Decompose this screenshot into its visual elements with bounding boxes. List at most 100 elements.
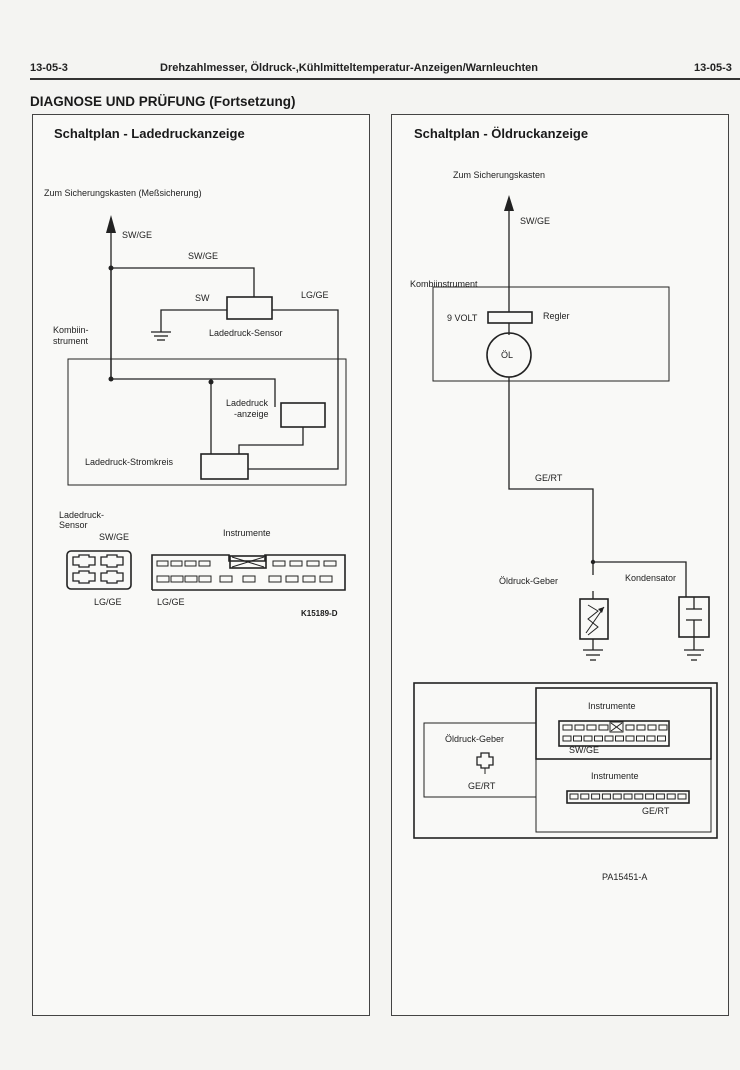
figure-code-left: K15189-D — [301, 609, 338, 618]
label-oil-gauge: ÖL — [501, 350, 514, 360]
right-panel-title: Schaltplan - Öldruckanzeige — [414, 126, 589, 141]
resistor-icon — [587, 604, 599, 636]
connector-pin — [646, 735, 656, 742]
connector-pin — [645, 793, 655, 800]
label-sender-wire: GE/RT — [468, 781, 496, 791]
instruments-bottom-connector — [566, 790, 690, 804]
connector-pin — [184, 575, 198, 583]
label-regulator: Regler — [543, 311, 570, 321]
label-sensor-conn-1: Ladedruck- — [59, 510, 105, 520]
label-cluster-1: Kombiin- — [53, 325, 89, 335]
circuit-box — [200, 453, 249, 480]
connector-pin — [156, 560, 169, 567]
connector-pin — [574, 724, 585, 731]
connector-pin — [636, 735, 645, 742]
connector-pin — [586, 724, 597, 731]
label-instruments-bottom: Instrumente — [591, 771, 639, 781]
regulator-box — [487, 311, 533, 324]
connector-pin — [170, 560, 183, 567]
connector-pin — [562, 735, 572, 742]
connector-pin — [598, 724, 609, 731]
label-voltage: 9 VOLT — [447, 313, 478, 323]
connector-pin — [302, 575, 316, 583]
label-sensor-top-wire: SW/GE — [99, 532, 130, 542]
wire-capacitor — [593, 561, 687, 597]
instruments-bottom-box — [535, 758, 712, 833]
label-fuse-box: Zum Sicherungskasten (Meßsicherung) — [44, 188, 202, 198]
connector-pin — [583, 735, 593, 742]
label-wire-ground: SW — [195, 293, 210, 303]
connector-pin — [657, 735, 666, 742]
label-gauge-1: Ladedruck — [226, 398, 269, 408]
connector-pin — [323, 560, 337, 567]
label-wire-main: SW/GE — [520, 216, 551, 226]
label-instruments-top-wire: SW/GE — [569, 745, 600, 755]
connector-pin — [198, 560, 211, 567]
connector-group-box — [413, 682, 718, 839]
sensor-box — [226, 296, 273, 320]
connector-pin — [625, 724, 635, 731]
connector-pin — [591, 793, 601, 800]
connector-pin — [272, 560, 286, 567]
connector-pin — [319, 575, 333, 583]
connector-pin — [580, 793, 590, 800]
label-instruments-top: Instrumente — [588, 701, 636, 711]
connector-pin — [562, 724, 573, 731]
connector-pin — [677, 793, 687, 800]
sender-connector — [476, 752, 494, 769]
connector-pin — [170, 575, 184, 583]
label-wire-main: SW/GE — [122, 230, 153, 240]
connector-pin — [594, 735, 603, 742]
connector-pin — [655, 793, 665, 800]
cluster-box — [432, 286, 670, 382]
label-instruments-bottom-wire: GE/RT — [642, 806, 670, 816]
figure-code-right: PA15451-A — [602, 872, 648, 882]
connector-pin — [623, 793, 633, 800]
connector-pin — [569, 793, 579, 800]
connector-pin — [666, 793, 676, 800]
header-rule — [30, 78, 740, 80]
arrow-up-icon — [106, 215, 116, 233]
ladedruck-wiring-diagram — [66, 215, 347, 591]
connector-pin — [289, 560, 303, 567]
connector-pin — [156, 575, 170, 583]
connector-pin — [198, 575, 212, 583]
gauge-box — [280, 402, 326, 428]
sensor-connector — [66, 550, 132, 590]
label-cluster-2: strument — [53, 336, 89, 346]
arrow-up-icon — [504, 195, 514, 211]
connector-pin — [242, 575, 256, 583]
page-number-left: 13-05-3 — [30, 62, 68, 74]
instruments-connector — [151, 554, 346, 591]
connector-pin — [268, 575, 282, 583]
label-wire-return: LG/GE — [301, 290, 329, 300]
label-instruments: Instrumente — [223, 528, 271, 538]
oeldruck-wiring-diagram — [413, 195, 718, 839]
label-circuit: Ladedruck-Stromkreis — [85, 457, 174, 467]
wire-sender — [508, 377, 594, 575]
connector-pin — [285, 575, 299, 583]
instruments-top-connector — [558, 720, 670, 747]
connector-pin — [604, 735, 614, 742]
wire-return — [248, 309, 339, 470]
connector-pin — [615, 735, 624, 742]
label-sensor-conn-2: Sensor — [59, 520, 88, 530]
label-gauge-2: -anzeige — [234, 409, 269, 419]
label-wire-branch: SW/GE — [188, 251, 219, 261]
connector-pin — [601, 793, 611, 800]
connector-pin — [219, 575, 233, 583]
right-panel-oeldruck: Schaltplan - Öldruckanzeige Zum Sicherun… — [391, 114, 729, 1016]
wire-branch-sensor — [111, 267, 255, 297]
sender-box — [579, 598, 609, 640]
connector-pin — [636, 724, 646, 731]
label-sensor-bottom-wire: LG/GE — [94, 597, 122, 607]
wire-gauge-feed — [110, 268, 276, 407]
label-fuse-box: Zum Sicherungskasten — [453, 170, 546, 180]
left-panel-ladedruck: Schaltplan - Ladedruckanzeige Zum Sicher… — [32, 114, 370, 1016]
connector-pin — [184, 560, 197, 567]
label-capacitor: Kondensator — [625, 573, 677, 583]
label-sender: Öldruck-Geber — [499, 576, 559, 586]
connector-pin — [625, 735, 635, 742]
cluster-box — [67, 358, 347, 486]
connector-pin — [612, 793, 622, 800]
